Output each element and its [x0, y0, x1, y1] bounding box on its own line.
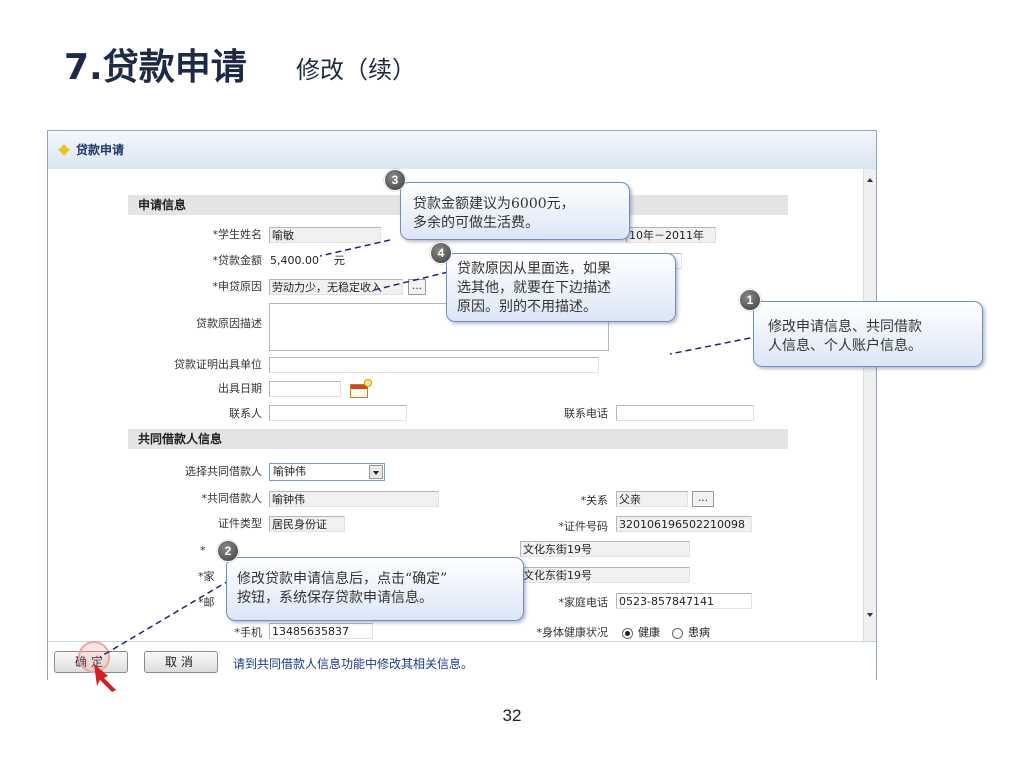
callout-2-line-2: 按钮，系统保存贷款申请信息。: [237, 590, 433, 606]
callout-1: 修改申请信息、共同借款 人信息、个人账户信息。: [753, 301, 983, 367]
contact-label: 联系人: [229, 407, 262, 420]
address-field-2[interactable]: 文化东街19号: [520, 567, 690, 583]
health-option-healthy: 健康: [638, 626, 660, 639]
vertical-scrollbar[interactable]: [863, 169, 876, 641]
select-coborrower-label: 选择共同借款人: [185, 465, 262, 478]
scroll-down-icon[interactable]: [867, 613, 873, 617]
health-option-ill: 患病: [688, 626, 710, 639]
footer-note: 请到共同借款人信息功能中修改其相关信息。: [233, 657, 474, 671]
badge-3: 3: [384, 169, 406, 191]
id-type-label: 证件类型: [218, 517, 262, 530]
click-highlight-ring: [78, 641, 110, 673]
leader-line-3: [319, 239, 391, 257]
id-type-field[interactable]: 居民身份证: [269, 516, 345, 532]
id-number-field[interactable]: 320106196502210098: [616, 516, 752, 532]
callout-4-line-3: 原因。别的不用描述。: [457, 299, 597, 315]
coborrower-select[interactable]: 喻钟伟: [269, 463, 385, 481]
health-radio-ill[interactable]: [672, 628, 683, 639]
reason-desc-label: 贷款原因描述: [196, 317, 262, 330]
relation-label: *关系: [580, 494, 609, 507]
leader-line-4: [373, 271, 449, 291]
home-phone-field[interactable]: 0523-857847141: [616, 593, 752, 609]
home-phone-label: *家庭电话: [558, 596, 609, 609]
mobile-label: *手机: [234, 626, 263, 639]
badge-4: 4: [430, 242, 452, 264]
callout-1-line-2: 人信息、个人账户信息。: [768, 338, 922, 354]
school-year-field[interactable]: 10年－2011年: [626, 227, 716, 243]
form-area: 申请信息 *学生姓名 喻敏 10年－2011年 *贷款金额 5,400.00 元…: [48, 169, 864, 641]
leader-line-2: [99, 579, 231, 658]
address-field-1[interactable]: 文化东街19号: [520, 541, 690, 557]
relation-field[interactable]: 父亲: [616, 491, 688, 507]
student-name-field[interactable]: 喻敏: [269, 227, 381, 243]
callout-1-line-1: 修改申请信息、共同借款: [768, 319, 922, 335]
page-number: 32: [502, 706, 522, 725]
contact-phone-field[interactable]: [616, 405, 754, 421]
callout-2-line-1: 修改贷款申请信息后，点击“确定”: [237, 571, 448, 587]
coborrower-select-value: 喻钟伟: [273, 465, 306, 478]
badge-2: 2: [217, 540, 239, 562]
id-number-label: *证件号码: [558, 520, 609, 533]
contact-phone-label: 联系电话: [564, 407, 608, 420]
health-radio-healthy[interactable]: [622, 628, 633, 639]
issue-date-field[interactable]: [269, 381, 341, 397]
coborrower-name-field[interactable]: 喻钟伟: [269, 491, 439, 507]
callout-3: 贷款金额建议为6000元， 多余的可做生活费。: [400, 182, 630, 240]
slide-title: 7.贷款申请: [64, 47, 247, 88]
window-title: 贷款申请: [76, 143, 125, 157]
mobile-field[interactable]: 13485635837: [269, 623, 373, 639]
loan-amount-field[interactable]: 5,400.00: [270, 254, 319, 267]
callout-4: 贷款原因从里面选，如果 选其他，就要在下边描述 原因。别的不用描述。: [446, 253, 676, 322]
cursor-arrow-icon: [94, 664, 116, 692]
contact-field[interactable]: [269, 405, 407, 421]
row7-label: *邮: [198, 596, 215, 609]
callout-4-line-1: 贷款原因从里面选，如果: [457, 261, 611, 277]
scroll-up-icon[interactable]: [867, 178, 873, 182]
health-label: *身体健康状况: [536, 626, 609, 639]
loan-reason-label: *申贷原因: [212, 280, 263, 293]
row5-label: *: [200, 544, 206, 557]
student-name-label: *学生姓名: [212, 228, 263, 241]
callout-3-line-1: 贷款金额建议为6000元，: [413, 196, 575, 212]
loan-amount-label: *贷款金额: [212, 254, 263, 267]
loan-amount-unit: 元: [334, 254, 345, 267]
badge-1: 1: [739, 289, 761, 311]
cancel-button[interactable]: 取消: [144, 651, 218, 673]
relation-picker-button[interactable]: …: [692, 491, 714, 507]
loan-application-window: 贷款申请 申请信息 *学生姓名 喻敏 10年－2011年 *贷款金额 5,400…: [47, 130, 877, 680]
callout-4-line-2: 选其他，就要在下边描述: [457, 280, 611, 296]
chevron-down-icon[interactable]: [369, 465, 383, 479]
issuing-unit-field[interactable]: [269, 357, 599, 373]
coborrower-name-label: *共同借款人: [201, 492, 263, 505]
callout-2: 修改贷款申请信息后，点击“确定” 按钮，系统保存贷款申请信息。: [226, 557, 524, 621]
leader-line-1: [669, 335, 761, 355]
callout-3-line-2: 多余的可做生活费。: [413, 215, 539, 231]
row6-label: *家: [198, 570, 215, 583]
loan-reason-field[interactable]: 劳动力少，无稳定收入: [269, 279, 403, 295]
issuing-unit-label: 贷款证明出具单位: [174, 358, 262, 371]
slide-subtitle: 修改（续）: [296, 56, 416, 84]
issue-date-label: 出具日期: [218, 382, 262, 395]
section-header-coborrower: 共同借款人信息: [128, 429, 788, 449]
form-footer: 确定 取消 请到共同借款人信息功能中修改其相关信息。: [48, 641, 876, 680]
calendar-icon[interactable]: [350, 379, 372, 398]
